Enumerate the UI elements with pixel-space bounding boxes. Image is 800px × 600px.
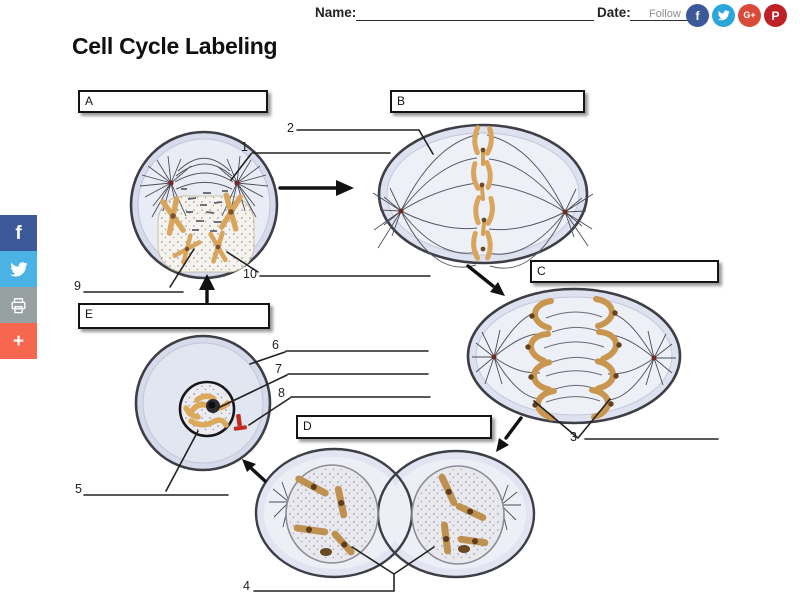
share-sidebar: f + <box>0 215 37 359</box>
label-number-7: 7 <box>275 362 282 376</box>
cell-c-anaphase <box>466 287 682 425</box>
pinterest-glyph: P <box>771 8 780 23</box>
more-share-button[interactable]: + <box>0 323 37 359</box>
metaphase-plate-chromosomes <box>471 125 495 261</box>
box-letter: C <box>537 264 546 278</box>
plus-icon: + <box>12 330 25 352</box>
facebook-glyph: f <box>15 222 22 244</box>
arrow-b-to-c <box>466 264 495 288</box>
google-plus-glyph: G+ <box>743 10 756 20</box>
twitter-share-button[interactable] <box>0 251 37 287</box>
centrosome-left <box>168 180 174 186</box>
centrosome-right <box>651 355 657 361</box>
label-number-5: 5 <box>75 482 82 496</box>
aster-rays <box>472 329 676 386</box>
date-blank-line <box>630 20 688 21</box>
chromosomes-right <box>438 473 489 555</box>
line-4 <box>253 546 395 592</box>
cell-e-interphase <box>134 334 272 472</box>
number-labels: 1 2 3 4 5 6 7 8 9 10 <box>74 121 577 593</box>
answer-box-e: E <box>78 303 270 329</box>
follow-link[interactable]: Follow <box>649 8 681 20</box>
facebook-icon[interactable]: f <box>686 4 709 27</box>
date-label: Date: <box>597 5 631 20</box>
label-number-6: 6 <box>272 338 279 352</box>
name-blank-line <box>356 20 594 21</box>
printer-icon <box>9 296 28 315</box>
label-number-10: 10 <box>243 267 257 281</box>
label-number-1: 1 <box>241 140 248 154</box>
answer-box-c: C <box>530 260 719 283</box>
box-letter: B <box>397 94 406 108</box>
name-label: Name: <box>315 5 357 20</box>
google-plus-icon[interactable]: G+ <box>738 4 761 27</box>
twitter-bird-icon <box>9 260 28 279</box>
kinetochores <box>525 310 622 408</box>
box-letter: A <box>85 94 94 108</box>
pinterest-icon[interactable]: P <box>764 4 787 27</box>
centrosome-left <box>491 354 497 360</box>
page-title: Cell Cycle Labeling <box>72 33 278 59</box>
interpolar-fibers <box>543 311 605 403</box>
aster-rays <box>372 187 594 249</box>
stage-arrows <box>199 180 523 483</box>
facebook-share-button[interactable]: f <box>0 215 37 251</box>
separating-chromosomes <box>528 296 619 421</box>
header-social-icons: f G+ P <box>686 4 787 27</box>
spindle-fibers <box>493 311 655 401</box>
centrosome-left <box>398 208 404 214</box>
line-2 <box>296 129 434 155</box>
answer-box-b: B <box>390 90 585 113</box>
chromosomes-left <box>293 475 355 556</box>
label-number-3: 3 <box>570 430 577 444</box>
answer-box-a: A <box>78 90 268 113</box>
cell-d-cytokinesis <box>254 447 536 579</box>
centrioles <box>233 413 247 431</box>
label-number-4: 4 <box>243 579 250 593</box>
cell-b-metaphase <box>372 123 594 269</box>
box-letter: D <box>303 419 312 433</box>
label-number-8: 8 <box>278 386 285 400</box>
facebook-glyph: f <box>695 8 700 23</box>
answer-box-d: D <box>296 415 492 439</box>
cell-a-prophase <box>129 130 279 280</box>
centrosome-right <box>234 180 240 186</box>
arrow-d-to-e <box>250 467 267 483</box>
centrosome-right <box>562 209 568 215</box>
chromosomes <box>160 192 243 265</box>
print-button[interactable] <box>0 287 37 323</box>
chromatin-dashes <box>181 188 228 232</box>
box-letter: E <box>85 307 94 321</box>
spindle-fibers <box>174 157 234 190</box>
spindle-fibers <box>400 133 566 269</box>
label-lines <box>83 129 719 592</box>
label-number-9: 9 <box>74 279 81 293</box>
arrow-c-to-d <box>504 416 523 440</box>
label-number-2: 2 <box>287 121 294 135</box>
twitter-icon[interactable] <box>712 4 735 27</box>
